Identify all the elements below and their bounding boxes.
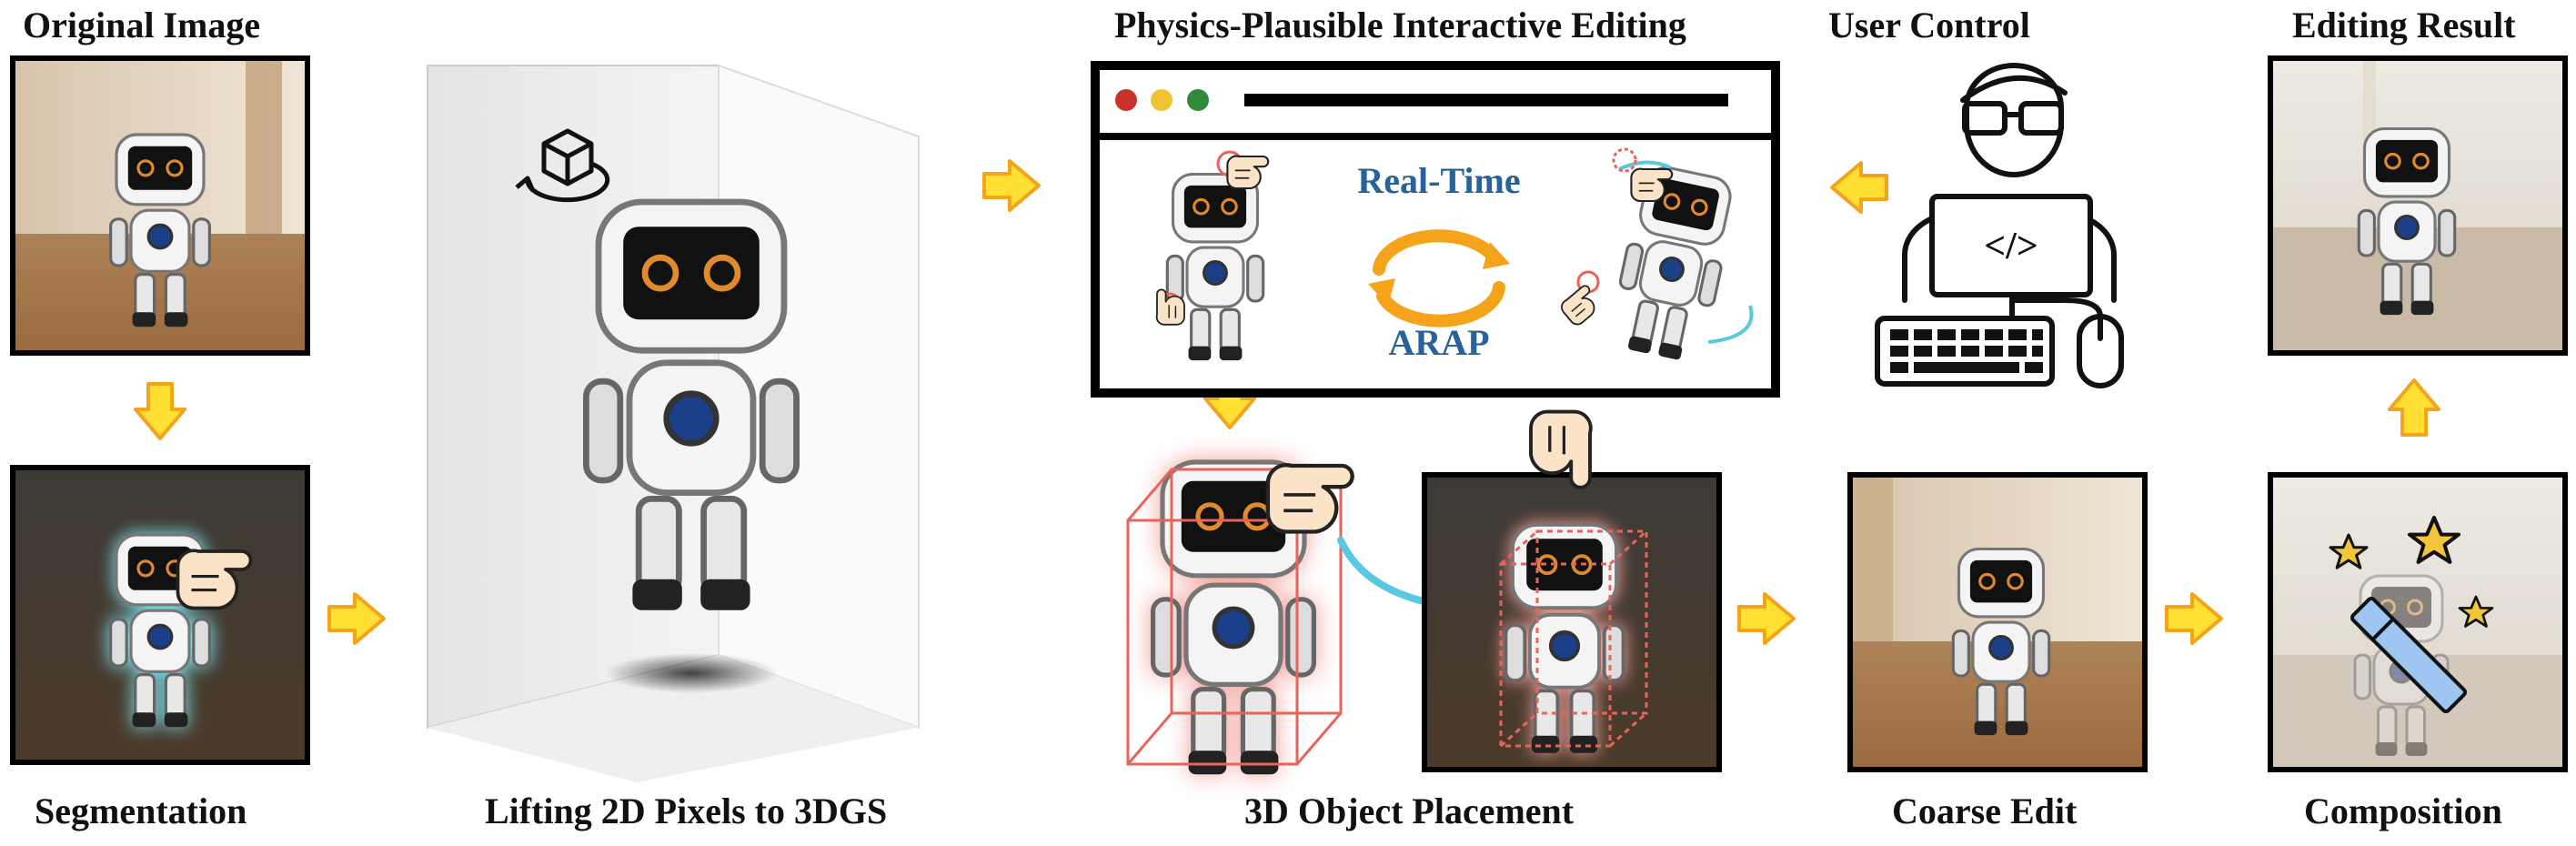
original-image-panel [10,55,310,356]
arrow-segmentation-to-lifting [327,592,386,645]
cycle-arrows-icon [1373,229,1505,327]
code-icon-text: </> [1984,226,2038,267]
realtime-text: Real-Time [1357,160,1520,201]
label-lifting: Lifting 2D Pixels to 3DGS [485,791,888,831]
3d-rotate-icon [515,128,610,203]
window-minimize-dot [1151,89,1172,111]
arrow-user-to-editor [1830,161,1888,214]
window-maximize-dot [1187,89,1209,111]
placement-scene-panel [1422,409,1722,772]
label-object-placement: 3D Object Placement [1244,791,1575,831]
segmentation-panel [10,465,310,765]
label-physics-editing: Physics-Plausible Interactive Editing [1114,5,1686,45]
composition-panel [2268,472,2568,772]
keyboard-keys [1890,329,2043,373]
magic-wand-icon [2350,597,2467,713]
arrow-coarse-to-composition [2165,592,2223,645]
arrow-lifting-to-editor [982,159,1041,212]
address-bar [1244,94,1728,106]
arap-text: ARAP [1388,322,1489,363]
window-close-dot [1115,89,1137,111]
coarse-edit-panel [1847,472,2148,772]
label-user-control: User Control [1828,5,2030,45]
lifting-3dgs-panel [427,64,920,782]
label-composition: Composition [2304,791,2502,831]
user-control-icon [1875,63,2124,388]
arrow-placement-to-coarse [1737,592,1796,645]
editing-result-panel [2268,55,2568,356]
editor-window: Real-Time ARAP [1091,61,1780,398]
arrow-original-to-segmentation [134,382,186,440]
dashed-bounding-box [1499,529,1648,748]
arrow-composition-to-result [2388,378,2440,437]
label-original-image: Original Image [23,5,261,45]
label-editing-result: Editing Result [2292,5,2516,45]
label-segmentation: Segmentation [35,791,247,831]
label-coarse-edit: Coarse Edit [1892,791,2078,831]
